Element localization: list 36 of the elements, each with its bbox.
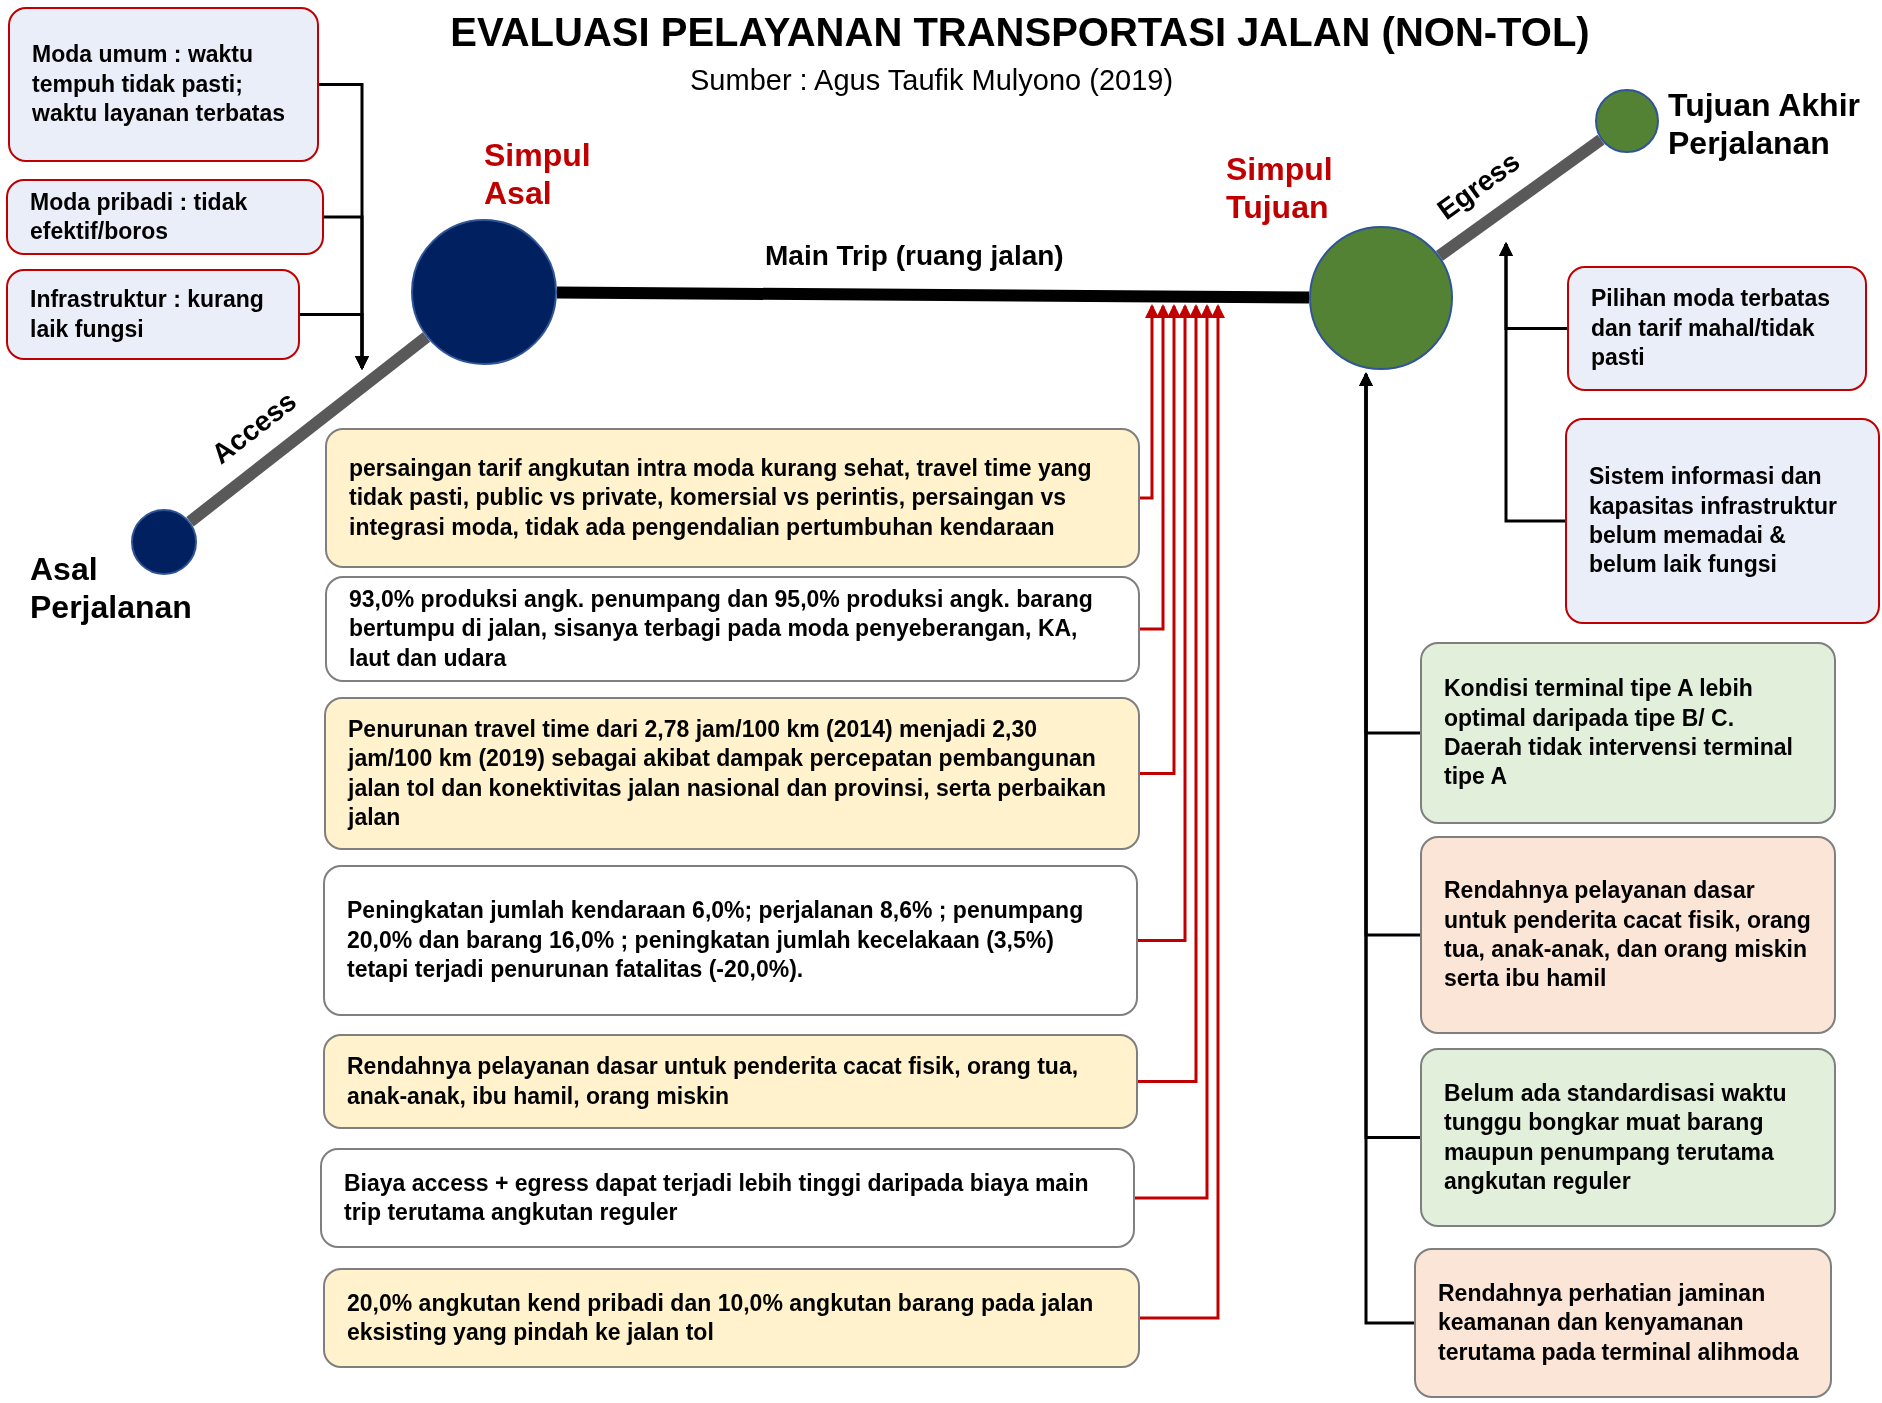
text-box: Moda pribadi : tidak efektif/boros <box>6 179 324 255</box>
node-label: Tujuan Akhir Perjalanan <box>1668 86 1861 163</box>
text-box: Rendahnya pelayanan dasar untuk penderita cacat fisik, orang tua, anak-anak, dan orang miskin serta ibu hamil <box>1420 836 1836 1034</box>
text-box: 93,0% produksi angk. penumpang dan 95,0% produksi angk. barang bertumpu di jalan, sisanya terbagi pada moda penyeberangan, KA, laut dan udara <box>325 576 1140 682</box>
text-box: Sistem informasi dan kapasitas infrastruktur belum memadai & belum laik fungsi <box>1565 418 1880 624</box>
connector-line <box>186 332 431 527</box>
source-note: Sumber : Agus Taufik Mulyono (2019) <box>690 64 1174 97</box>
text-box: Penurunan travel time dari 2,78 jam/100 km (2014) menjadi 2,30 jam/100 km (2019) sebagai akibat dampak percepatan pembangunan jalan tol dan konektivitas jalan nasional dan provinsi, serta perbaikan jalan <box>324 697 1140 850</box>
text-box: Peningkatan jumlah kendaraan 6,0%; perjalanan 8,6% ; penumpang 20,0% dan barang 16,0% ; peningkatan jumlah kecelakaan (3,5%) tetapi terjadi penurunan fatalitas (-20,0%). <box>323 865 1138 1016</box>
diagram-title: EVALUASI PELAYANAN TRANSPORTASI JALAN (NON-TOL) <box>449 10 1591 55</box>
arrow <box>1140 304 1159 500</box>
node-label: Simpul Tujuan <box>1226 150 1334 227</box>
arrow <box>1140 304 1181 775</box>
text-box: Kondisi terminal tipe A lebih optimal daripada tipe B/ C. Daerah tidak intervensi terminal tipe A <box>1420 642 1836 824</box>
text-box: Belum ada standardisasi waktu tunggu bongkar muat barang maupun penumpang terutama angkutan reguler <box>1420 1048 1836 1227</box>
arrow <box>1499 242 1565 523</box>
node-label: Asal Perjalanan <box>30 550 193 627</box>
arrow <box>1138 304 1203 1083</box>
text-box: Infrastruktur : kurang laik fungsi <box>6 269 300 360</box>
arrow <box>1359 372 1414 1325</box>
text-box: 20,0% angkutan kend pribadi dan 10,0% angkutan barang pada jalan eksisting yang pindah ke jalan tol <box>323 1268 1140 1368</box>
node-label: Simpul Asal <box>484 136 592 213</box>
arrow <box>1135 304 1214 1200</box>
arrow <box>300 313 369 370</box>
connector-line <box>556 286 1310 304</box>
text-box: persaingan tarif angkutan intra moda kurang sehat, travel time yang tidak pasti, public vs private, komersial vs perintis, persaingan vs integrasi moda, tidak ada pengendalian pertumbuhan kendaraan <box>325 428 1140 568</box>
text-box: Rendahnya pelayanan dasar untuk penderita cacat fisik, orang tua, anak-anak, ibu hamil, orang miskin <box>323 1034 1138 1129</box>
arrow <box>1140 304 1170 631</box>
text-box: Rendahnya perhatian jaminan keamanan dan kenyamanan terutama pada terminal alihmoda <box>1414 1248 1832 1398</box>
text-box: Moda umum : waktu tempuh tidak pasti; waktu layanan terbatas <box>8 7 319 162</box>
text-box: Pilihan moda terbatas dan tarif mahal/tidak pasti <box>1567 266 1867 391</box>
arrow <box>1140 304 1225 1320</box>
edge-label: Main Trip (ruang jalan) <box>765 240 1064 272</box>
connector-line <box>1435 134 1605 261</box>
arrow <box>1138 304 1192 942</box>
text-box: Biaya access + egress dapat terjadi lebih tinggi daripada biaya main trip terutama angkutan reguler <box>320 1148 1135 1248</box>
